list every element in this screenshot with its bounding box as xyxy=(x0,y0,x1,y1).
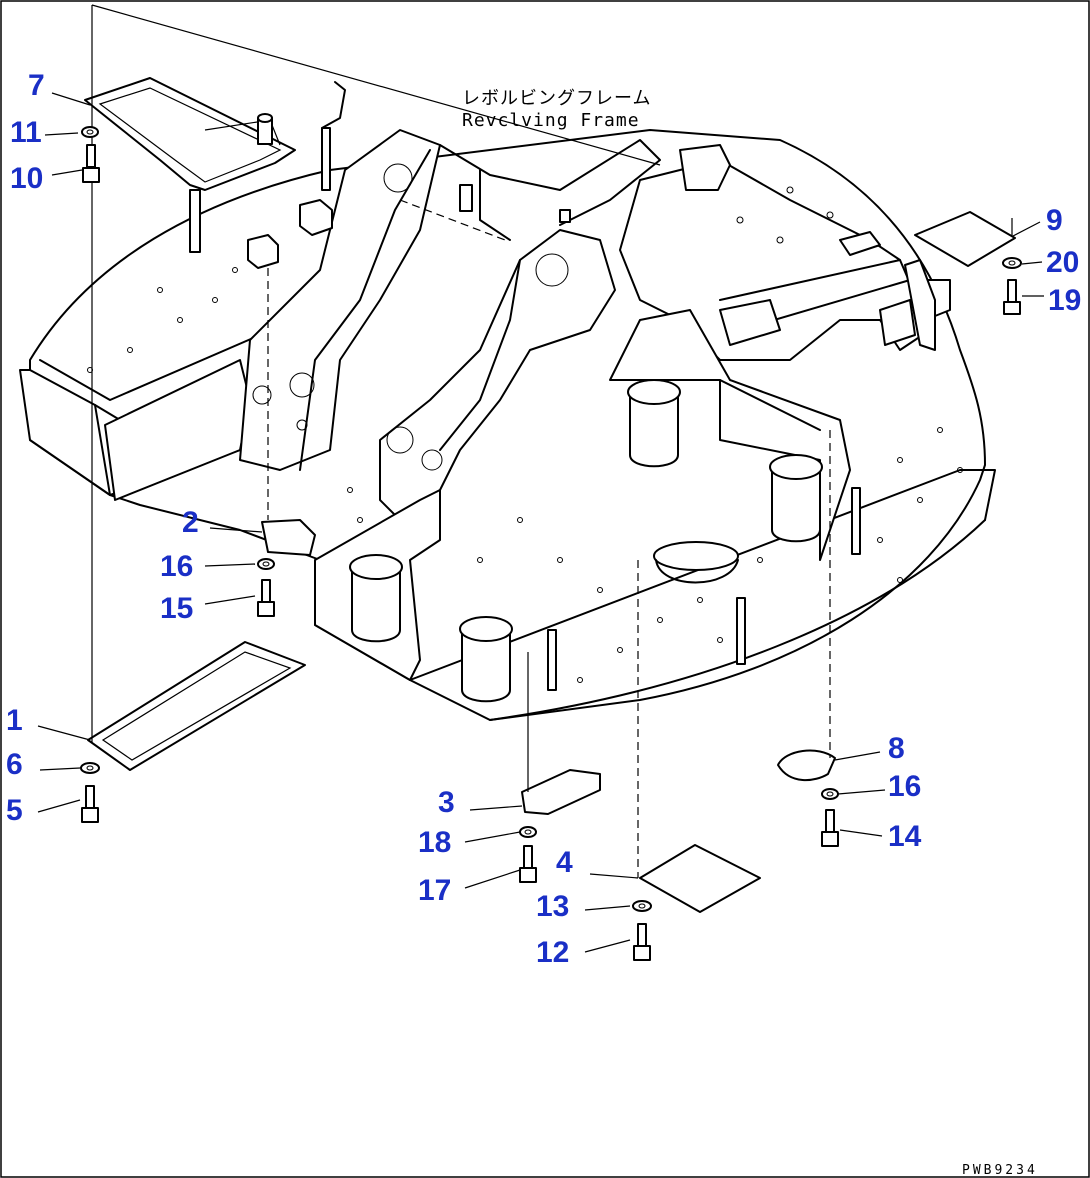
frame-name-english: Revclving Frame xyxy=(462,110,640,131)
bolt-12 xyxy=(633,923,651,961)
cover-2 xyxy=(261,519,316,556)
callout-13: 13 xyxy=(536,890,569,923)
cover-8 xyxy=(777,749,836,781)
bolt-19 xyxy=(1003,279,1021,315)
cover-3 xyxy=(521,769,601,815)
callout-16-left: 16 xyxy=(160,550,193,583)
callout-18: 18 xyxy=(418,826,451,859)
cover-1 xyxy=(87,641,306,771)
callout-12: 12 xyxy=(536,936,569,969)
callout-5: 5 xyxy=(6,794,23,827)
frame-name-japanese: レボルビングフレーム xyxy=(462,88,651,109)
leader-lines xyxy=(37,4,1044,953)
washer-11 xyxy=(81,126,99,138)
drawing-code: PWB9234 xyxy=(962,1163,1038,1178)
bolt-10 xyxy=(82,144,100,183)
callout-19: 19 xyxy=(1048,284,1081,317)
callout-1: 1 xyxy=(6,704,23,737)
bolt-14 xyxy=(821,809,839,847)
callout-4: 4 xyxy=(556,846,573,879)
washer-16b xyxy=(821,788,839,800)
cover-4 xyxy=(639,844,761,913)
callout-8: 8 xyxy=(888,732,905,765)
callout-7: 7 xyxy=(28,69,45,102)
callout-9: 9 xyxy=(1046,204,1063,237)
callout-17: 17 xyxy=(418,874,451,907)
washer-16a xyxy=(257,558,275,570)
callout-11: 11 xyxy=(10,116,42,149)
washer-13 xyxy=(632,900,652,912)
frame-cylinders xyxy=(189,81,861,703)
callout-14: 14 xyxy=(888,820,922,853)
washer-6 xyxy=(80,762,100,774)
callout-2: 2 xyxy=(182,506,199,539)
revolving-frame xyxy=(19,81,996,721)
callout-15: 15 xyxy=(160,592,193,625)
callout-10: 10 xyxy=(10,162,43,195)
bolt-5 xyxy=(81,785,99,823)
callout-20: 20 xyxy=(1046,246,1079,279)
washer-18 xyxy=(519,826,537,838)
bolt-17 xyxy=(519,845,537,883)
callout-6: 6 xyxy=(6,748,23,781)
hardware xyxy=(80,126,1022,961)
washer-20 xyxy=(1002,257,1022,269)
frame-bolt-holes xyxy=(87,186,963,683)
bolt-15 xyxy=(257,579,275,617)
cover-7 xyxy=(84,77,296,191)
callout-16-right: 16 xyxy=(888,770,921,803)
callouts: 7 11 10 9 20 19 2 16 15 1 6 5 3 18 17 4 … xyxy=(6,69,1081,969)
callout-3: 3 xyxy=(438,786,455,819)
cover-9 xyxy=(914,211,1016,267)
